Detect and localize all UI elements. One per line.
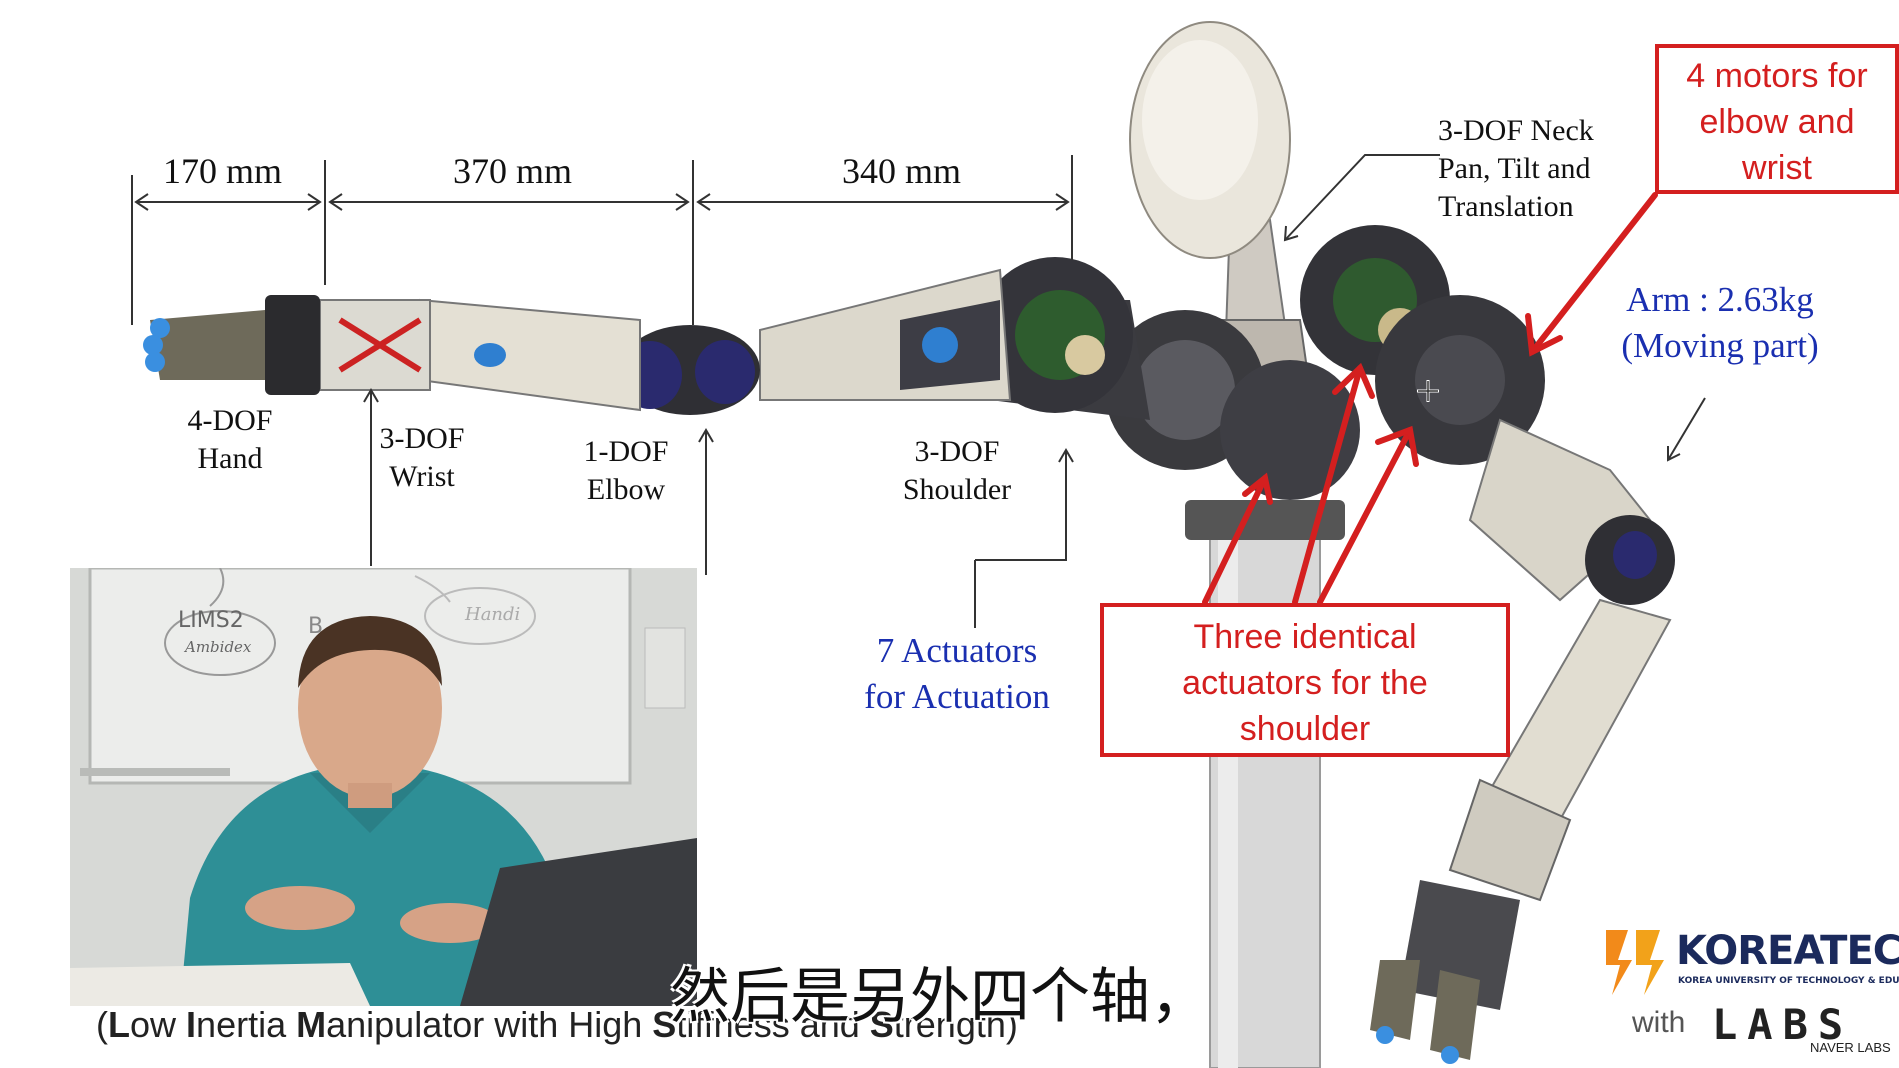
naver-labs-subtext: NAVER LABS: [1810, 1040, 1891, 1055]
label-hand-dof: 4-DOF Hand: [187, 404, 273, 475]
whiteboard-note-handi: Handi: [465, 604, 521, 625]
actuators-label-line1: 7 Actuators: [876, 631, 1038, 670]
shoulder-callout-line2: actuators for the: [1182, 664, 1428, 702]
shoulder-callout-line3: shoulder: [1239, 710, 1371, 748]
motors-callout-box: 4 motors for elbow and wrist: [1655, 44, 1899, 194]
caption-anipulator: anipulator with High: [326, 1004, 653, 1045]
lims-caption: (Low Inertia Manipulator with High Stiff…: [96, 1004, 1018, 1046]
caption-s2: S: [869, 1004, 894, 1045]
koreatech-logo: KOREATECH KOREA UNIVERSITY OF TECHNOLOGY…: [1598, 920, 1899, 1000]
koreatech-emblem-icon: [1606, 930, 1664, 995]
caption-tiffness: tiffness and: [676, 1004, 870, 1045]
whiteboard-note-b: B: [308, 614, 324, 639]
shoulder-callout-box: Three identical actuators for the should…: [1100, 603, 1510, 757]
dimension-hand-length: 170 mm: [163, 151, 283, 191]
whiteboard-note-lims2: LIMS2: [178, 608, 244, 633]
with-label: with: [1632, 1006, 1686, 1039]
label-elbow-dof: 1-DOF Elbow: [583, 435, 669, 506]
caption-nertia: nertia: [196, 1004, 297, 1045]
koreatech-brand-text: KOREATECH: [1676, 928, 1899, 974]
dimension-upper-arm-length: 340 mm: [842, 151, 962, 191]
label-wrist-dof: 3-DOF Wrist: [379, 422, 465, 493]
caption-m: M: [296, 1004, 327, 1045]
naver-labs-logo: LABS: [1712, 1000, 1854, 1049]
arm-weight-line2: (Moving part): [1621, 326, 1819, 365]
koreatech-subtitle-text: KOREA UNIVERSITY OF TECHNOLOGY & EDUCATI…: [1678, 976, 1899, 986]
actuators-label: 7 Actuators for Actuation: [850, 628, 1064, 720]
arm-weight-label: Arm : 2.63kg (Moving part): [1600, 277, 1840, 369]
motors-callout-line3: wrist: [1742, 149, 1812, 187]
caption-s1: S: [652, 1004, 677, 1045]
caption-l: L: [108, 1004, 130, 1045]
label-neck-dof: 3-DOF Neck Pan, Tilt and Translation: [1438, 114, 1594, 223]
video-subtitle: 然后是另外四个轴，: [670, 962, 1210, 1032]
caption-trength: trength): [893, 1004, 1018, 1045]
webcam-scene: [70, 568, 697, 1006]
webcam-video-feed: LIMS2 Ambidex B Handi: [70, 568, 697, 1006]
caption-i: I: [186, 1004, 197, 1045]
motors-callout-line2: elbow and: [1699, 103, 1855, 141]
caption-ow: ow: [130, 1004, 187, 1045]
whiteboard-note-ambidex: Ambidex: [185, 638, 252, 656]
shoulder-callout-line1: Three identical: [1193, 618, 1417, 656]
label-shoulder-dof: 3-DOF Shoulder: [902, 435, 1012, 506]
caption-open: (: [96, 1004, 108, 1045]
actuators-label-line2: for Actuation: [864, 677, 1050, 716]
dimension-forearm-length: 370 mm: [453, 151, 573, 191]
arm-weight-line1: Arm : 2.63kg: [1626, 280, 1814, 319]
motors-callout-line1: 4 motors for: [1686, 57, 1868, 95]
